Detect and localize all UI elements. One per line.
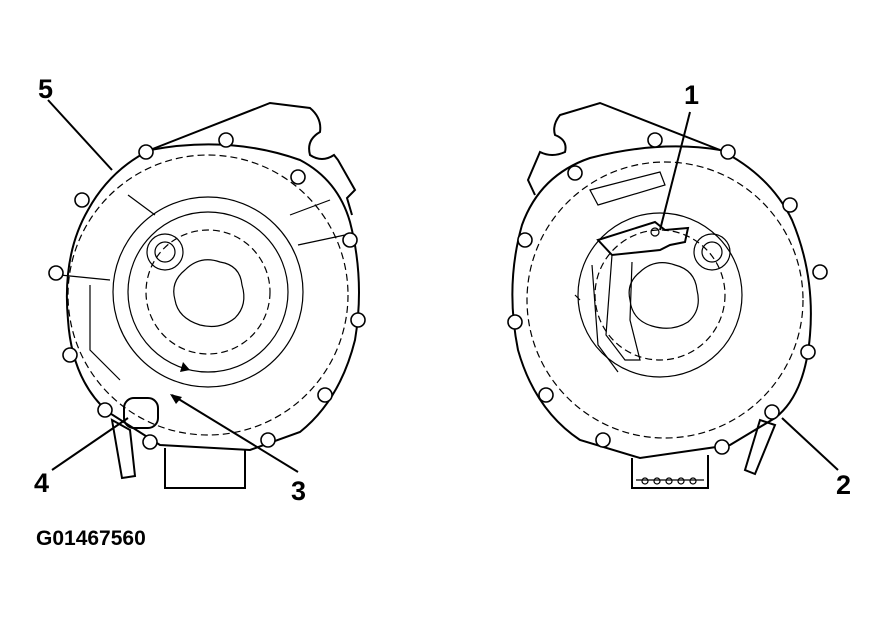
right-upper-slot xyxy=(589,171,666,206)
left-ring-1 xyxy=(112,196,304,388)
leader-line-5 xyxy=(47,99,113,171)
leader-line-2 xyxy=(781,417,839,471)
right-bolt xyxy=(595,432,611,448)
right-tab-hole xyxy=(689,477,697,485)
callout-3: 3 xyxy=(291,476,306,506)
callout-1: 1 xyxy=(684,80,699,110)
left-small-hole xyxy=(146,233,184,271)
callout-4: 4 xyxy=(34,468,49,498)
right-ring-2 xyxy=(594,229,726,361)
left-rib-4 xyxy=(59,274,111,281)
right-small-hole xyxy=(693,233,731,271)
left-outer-dashed-ring xyxy=(67,154,349,436)
right-tab-hole xyxy=(641,477,649,485)
left-rib-1 xyxy=(127,194,156,216)
callout-2: 2 xyxy=(836,470,851,500)
right-bolt xyxy=(538,387,554,403)
left-bolt xyxy=(342,232,358,248)
left-pipe xyxy=(110,418,137,480)
left-bolt xyxy=(260,432,276,448)
left-bolt xyxy=(97,402,113,418)
right-internal-arm xyxy=(605,254,641,361)
right-bolt xyxy=(782,197,798,213)
callout-5: 5 xyxy=(38,74,53,104)
left-bolt xyxy=(218,132,234,148)
left-rib-2 xyxy=(297,234,346,246)
right-bolt xyxy=(567,165,583,181)
right-bolt xyxy=(647,132,663,148)
right-top-lobe xyxy=(526,101,721,196)
left-bolt xyxy=(62,347,78,363)
right-housing-view xyxy=(507,101,828,489)
leader-line-4 xyxy=(51,417,129,471)
right-bolt xyxy=(517,232,533,248)
right-bolt xyxy=(720,144,736,160)
figure-id: G01467560 xyxy=(36,527,146,550)
right-tab-hole xyxy=(653,477,661,485)
leader-arrow-3 xyxy=(170,394,182,404)
left-arrow-mark xyxy=(180,362,190,372)
left-bolt xyxy=(142,434,158,450)
left-bolt xyxy=(74,192,90,208)
leader-line-3 xyxy=(171,394,299,473)
right-tab-hole xyxy=(665,477,673,485)
left-hub xyxy=(173,259,245,328)
right-bolt xyxy=(812,264,828,280)
right-bolt xyxy=(764,404,780,420)
left-small-hole-inner xyxy=(154,241,176,263)
right-mark xyxy=(574,294,581,301)
left-bolt xyxy=(138,144,154,160)
right-arm-edge xyxy=(591,264,619,373)
left-ring-3 xyxy=(145,229,271,355)
right-bottom-tab xyxy=(631,455,709,489)
leader-line-1 xyxy=(659,111,691,231)
right-bolt xyxy=(800,344,816,360)
left-bolt xyxy=(48,265,64,281)
right-small-hole-inner xyxy=(701,241,723,263)
left-rib-3 xyxy=(289,199,331,216)
right-body-outline xyxy=(511,145,812,460)
left-body-outline xyxy=(65,143,360,452)
left-bolt xyxy=(350,312,366,328)
left-housing-view xyxy=(48,101,366,489)
right-bolt xyxy=(714,439,730,455)
right-lever-pin xyxy=(650,227,660,237)
left-bolt xyxy=(290,169,306,185)
left-rib-5 xyxy=(89,285,121,381)
right-hub xyxy=(628,262,699,329)
left-ring-2 xyxy=(127,211,289,373)
right-bolt xyxy=(507,314,523,330)
left-bottom-tab xyxy=(164,448,246,489)
right-ring-1 xyxy=(577,212,743,378)
left-top-lobe xyxy=(149,101,357,216)
right-tab-hole xyxy=(677,477,685,485)
right-pipe xyxy=(743,418,777,476)
right-lever-bracket xyxy=(596,220,690,257)
right-outer-dashed-ring xyxy=(526,161,804,439)
left-bolt xyxy=(317,387,333,403)
left-connector xyxy=(123,397,159,429)
